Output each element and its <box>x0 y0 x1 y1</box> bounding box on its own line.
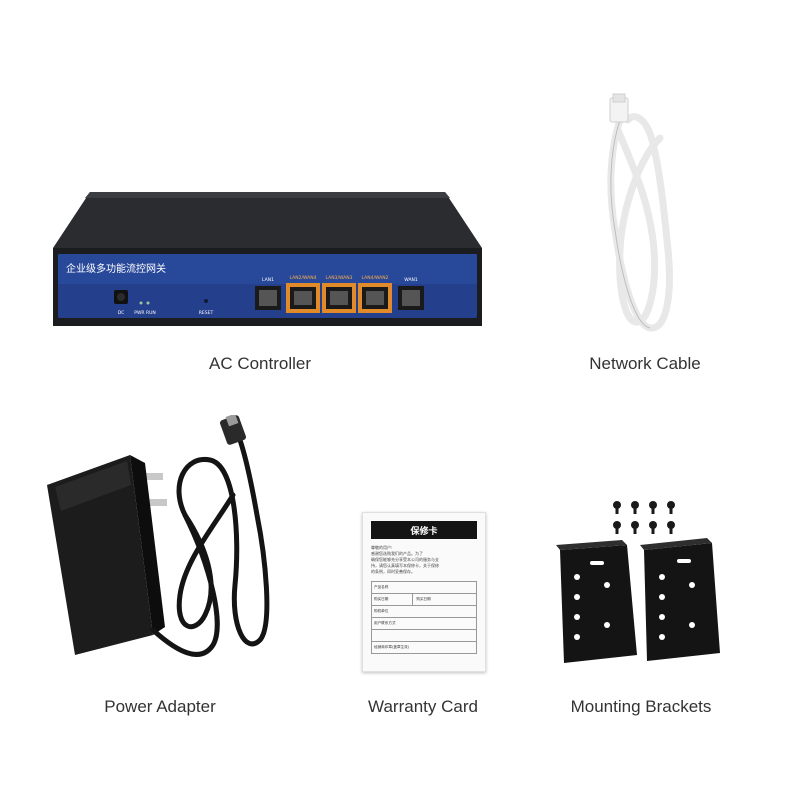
table-cell: 用户联系方式 <box>374 621 396 625</box>
caption-mounting-brackets: Mounting Brackets <box>570 697 712 716</box>
power-adapter-illustration <box>47 413 270 657</box>
table-row: 购买日期 购买日期 <box>372 594 476 606</box>
reset-label: RESET <box>198 311 214 316</box>
caption-network-cable: Network Cable <box>589 354 701 373</box>
port-label-lan3: LAN3/WAN3 <box>325 276 353 281</box>
caption-warranty-card: Warranty Card <box>368 697 478 716</box>
mounting-brackets-illustration <box>556 501 720 663</box>
table-cell: 购机单位 <box>374 609 389 613</box>
warranty-text-line: 的条例，同时妥善保存。 <box>371 569 415 574</box>
table-row <box>372 630 476 642</box>
warranty-card-table: 产品名称 购买日期 购买日期 购机单位 用户联系方式 经销商印章(盖章生效) <box>371 581 477 654</box>
caption-power-adapter: Power Adapter <box>104 697 216 716</box>
dc-label: DC <box>117 311 125 316</box>
network-cable-illustration <box>607 93 673 332</box>
warranty-text-line: 持，请您认真填写本保修卡，关于保修 <box>371 563 439 568</box>
warranty-text-line: 感谢您选购我们的产品。为了 <box>371 551 423 556</box>
warranty-card-title: 保修卡 <box>371 521 477 539</box>
warranty-card-image: 保修卡 尊敬的用户: 感谢您选购我们的产品。为了 确保您能够充分享受本公司的服务… <box>362 512 486 672</box>
table-cell: 购买日期 <box>374 597 389 601</box>
caption-ac-controller: AC Controller <box>208 354 312 373</box>
port-label-lan1: LAN1 <box>262 278 274 283</box>
ac-controller-illustration <box>53 192 482 326</box>
power-adapter-image <box>35 413 285 680</box>
warranty-card-text: 尊敬的用户: 感谢您选购我们的产品。为了 确保您能够充分享受本公司的服务与支 持… <box>371 545 477 575</box>
table-row: 经销商印章(盖章生效) <box>372 642 476 653</box>
ac-controller-image: 企业级多功能流控网关 LAN1 LAN2/WAN4 LAN3/WAN3 LAN4… <box>50 190 485 330</box>
router-front-title: 企业级多功能流控网关 <box>66 264 166 275</box>
table-cell: 经销商印章(盖章生效) <box>374 645 410 649</box>
port-label-lan4: LAN4/WAN2 <box>361 276 389 281</box>
warranty-text-line: 尊敬的用户: <box>371 545 393 550</box>
table-cell: 产品名称 <box>374 585 389 589</box>
table-row: 购机单位 <box>372 606 476 618</box>
port-label-wan1: WAN1 <box>404 278 418 283</box>
port-label-lan2: LAN2/WAN4 <box>289 276 317 281</box>
mounting-brackets-image <box>552 495 732 670</box>
table-row: 用户联系方式 <box>372 618 476 630</box>
table-row: 产品名称 <box>372 582 476 594</box>
warranty-text-line: 确保您能够充分享受本公司的服务与支 <box>371 557 439 562</box>
table-cell: 购买日期 <box>412 594 431 605</box>
network-cable-image <box>590 90 690 340</box>
led-label: PWR RUN <box>134 311 156 316</box>
